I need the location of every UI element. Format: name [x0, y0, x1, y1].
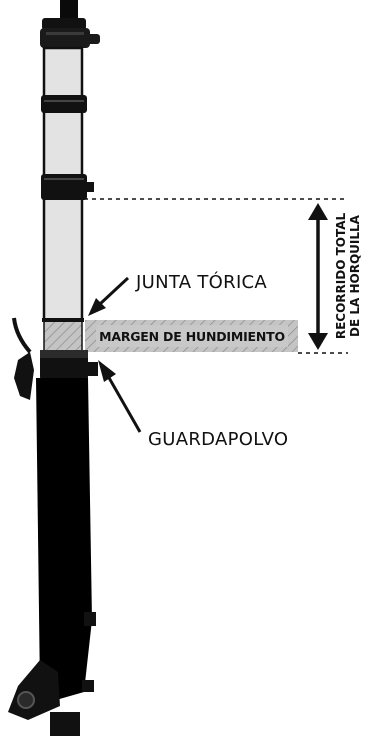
dust-seal-arrow [98, 360, 142, 433]
svg-text:DE LA HORQUILLA: DE LA HORQUILLA [348, 214, 362, 337]
o-ring [42, 318, 84, 322]
dust-seal-label: GUARDAPOLVO [148, 429, 288, 450]
sag-margin-box [85, 320, 298, 352]
upper-crown-band [41, 95, 87, 113]
o-ring-label: JUNTA TÓRICA [135, 271, 267, 293]
dropout [8, 660, 80, 736]
sag-zone-on-stanchion [43, 319, 83, 354]
total-travel-label: RECORRIDO TOTAL DE LA HORQUILLA [334, 212, 362, 339]
o-ring-arrow [88, 276, 130, 316]
sag-margin-label: MARGEN DE HUNDIMIENTO [99, 329, 285, 344]
travel-arrow [308, 203, 328, 350]
lower-leg [12, 317, 98, 700]
svg-text:RECORRIDO TOTAL: RECORRIDO TOTAL [334, 212, 348, 339]
top-cap [40, 18, 100, 48]
lower-crown-band [41, 174, 94, 200]
dust-seal [40, 350, 88, 358]
